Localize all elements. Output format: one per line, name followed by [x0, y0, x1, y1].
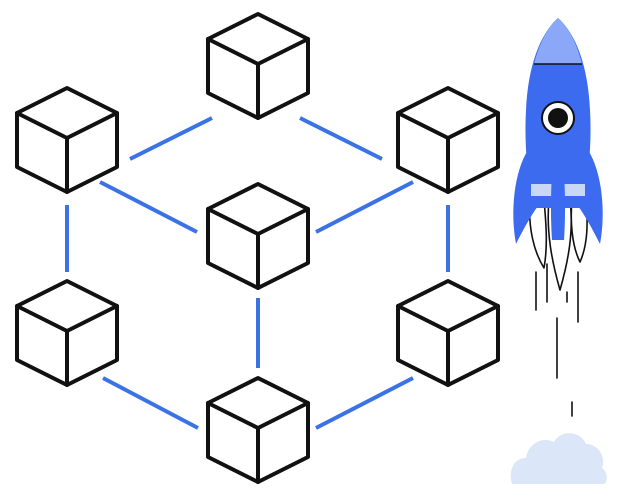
cube-icon	[206, 376, 310, 484]
network-cubes	[15, 12, 500, 484]
cube-icon	[396, 86, 500, 194]
link-top-right	[299, 116, 383, 161]
cube-icon	[206, 12, 310, 120]
rocket-fin-center	[550, 150, 566, 240]
cloud-icon	[510, 433, 607, 484]
cube-icon	[15, 86, 119, 194]
cube-icon	[206, 182, 310, 290]
cube-icon	[396, 279, 500, 387]
rocket-nose-cone	[534, 18, 582, 64]
exhaust-flame-icon	[528, 199, 548, 269]
rocket-window-center	[548, 108, 568, 128]
network-links	[65, 116, 450, 430]
link-top-left	[129, 116, 213, 161]
cube-icon	[15, 279, 119, 387]
link-upperright-center	[315, 180, 414, 234]
link-upperleft-center	[99, 180, 198, 234]
link-lowerright-bottom	[315, 376, 414, 430]
link-lowerleft-bottom	[102, 376, 199, 430]
rocket-icon	[513, 18, 603, 417]
